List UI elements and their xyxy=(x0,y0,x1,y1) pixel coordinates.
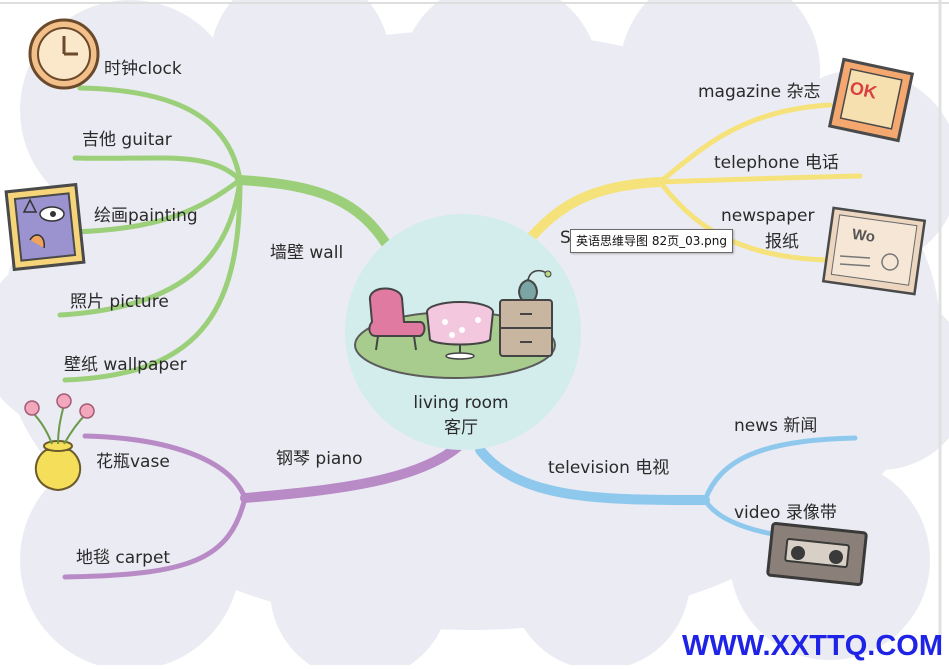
node-carpet: 地毯 carpet xyxy=(76,548,170,568)
center-node: living room 客厅 xyxy=(345,214,581,450)
clock-icon xyxy=(28,18,100,90)
branch-piano xyxy=(62,433,465,580)
living-room-furniture-icon xyxy=(354,269,556,379)
site-watermark: WWW.XXTTQ.COM xyxy=(682,630,943,662)
node-vase: 花瓶vase xyxy=(96,452,170,472)
node-wallpaper: 壁纸 wallpaper xyxy=(64,355,187,375)
node-telephone: telephone 电话 xyxy=(714,153,839,173)
image-filename-tooltip: 英语思维导图 82页_03.png xyxy=(570,229,734,253)
center-label-zh: 客厅 xyxy=(444,418,478,438)
magazine-icon: OK xyxy=(827,57,915,143)
painting-icon xyxy=(4,182,86,272)
branch-label-wall: 墙壁 wall xyxy=(270,243,343,263)
center-label-en: living room xyxy=(413,393,508,413)
node-clock: 时钟clock xyxy=(104,59,182,79)
node-video: video 录像带 xyxy=(734,503,837,523)
node-painting: 绘画painting xyxy=(94,206,198,226)
node-picture: 照片 picture xyxy=(70,292,169,312)
node-newspaper: newspaper xyxy=(721,206,814,226)
node-newspaper-zh: 报纸 xyxy=(765,232,799,252)
newspaper-icon: Wo xyxy=(821,206,927,296)
videotape-icon xyxy=(766,522,868,586)
node-news: news 新闻 xyxy=(734,416,817,436)
branch-label-television: television 电视 xyxy=(548,458,669,478)
node-guitar: 吉他 guitar xyxy=(82,130,172,150)
node-magazine: magazine 杂志 xyxy=(698,82,820,102)
vase-icon xyxy=(24,393,95,492)
branch-wall xyxy=(57,85,395,383)
branch-label-sofa: S xyxy=(560,228,571,248)
svg-text:Wo: Wo xyxy=(851,226,876,246)
branch-label-piano: 钢琴 piano xyxy=(276,449,363,469)
